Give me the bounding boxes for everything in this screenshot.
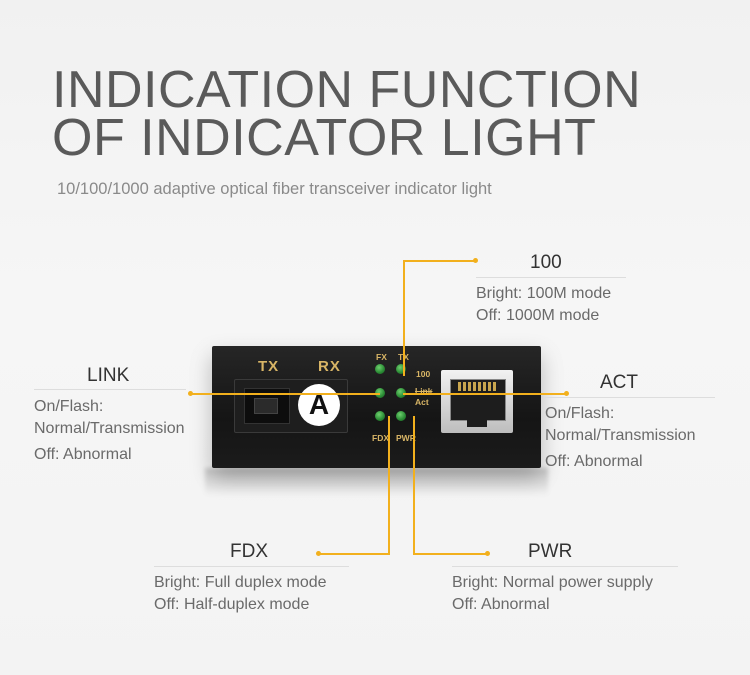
led-act: [396, 388, 406, 398]
label-100-line: Bright: 100M mode: [476, 285, 612, 302]
badge-a: A: [298, 384, 340, 426]
led-label-act: Act: [415, 397, 429, 407]
label-100-title: 100: [530, 252, 562, 273]
label-fdx-line: Bright: Full duplex mode: [154, 574, 327, 591]
led-link: [375, 388, 385, 398]
label-100-description: Bright: 100M mode Off: 1000M mode: [476, 283, 611, 327]
leader-dot-link: [188, 391, 193, 396]
rj45-pin: [488, 382, 491, 391]
leader-line-pwr-horizontal: [413, 553, 487, 555]
page-subtitle: 10/100/1000 adaptive optical fiber trans…: [57, 180, 492, 198]
label-act-line: Off: Abnormal: [545, 453, 643, 470]
label-act-line: Normal/Transmission: [545, 427, 696, 444]
label-pwr-divider: [452, 566, 678, 567]
label-link-line: On/Flash:: [34, 398, 104, 415]
rj45-tab: [467, 419, 487, 427]
label-fdx-divider: [154, 566, 349, 567]
title-line-1: INDICATION FUNCTION: [52, 61, 642, 119]
label-fdx-title: FDX: [230, 541, 268, 562]
led-100: [396, 364, 406, 374]
leader-dot-pwr: [485, 551, 490, 556]
label-link-line: Off: Abnormal: [34, 446, 132, 463]
label-fdx-description: Bright: Full duplex mode Off: Half-duple…: [154, 572, 327, 616]
label-100-line: Off: 1000M mode: [476, 307, 600, 324]
label-link-description: On/Flash: Normal/Transmission Off: Abnor…: [34, 396, 185, 466]
page-title: INDICATION FUNCTION OF INDICATOR LIGHT: [52, 61, 642, 167]
rj45-pin: [493, 382, 496, 391]
led-fdx: [375, 411, 385, 421]
led-label-fdx: FDX: [372, 433, 389, 443]
leader-line-100-vertical: [403, 260, 405, 376]
rj45-pin: [468, 382, 471, 391]
rj45-pin: [478, 382, 481, 391]
label-pwr-line: Off: Abnormal: [452, 596, 550, 613]
label-link-title: LINK: [87, 365, 130, 386]
led-pwr: [396, 411, 406, 421]
led-fx: [375, 364, 385, 374]
led-label-link: Link: [415, 386, 433, 396]
led-label-fx: FX: [376, 352, 387, 362]
leader-line-pwr-vertical: [413, 416, 415, 554]
port-tx-label: TX: [258, 358, 280, 375]
label-act-description: On/Flash: Normal/Transmission Off: Abnor…: [545, 403, 696, 473]
leader-dot-100: [473, 258, 478, 263]
label-link-divider: [34, 389, 186, 390]
port-rx-label: RX: [318, 358, 341, 375]
label-fdx-line: Off: Half-duplex mode: [154, 596, 310, 613]
label-pwr-description: Bright: Normal power supply Off: Abnorma…: [452, 572, 653, 616]
label-link-line: Normal/Transmission: [34, 420, 185, 437]
leader-dot-act: [564, 391, 569, 396]
leader-line-100-horizontal: [403, 260, 475, 262]
leader-dot-fdx: [316, 551, 321, 556]
label-pwr-line: Bright: Normal power supply: [452, 574, 653, 591]
rj45-pin: [473, 382, 476, 391]
device-shadow: [205, 468, 548, 496]
led-label-pwr: PWR: [396, 433, 416, 443]
fiber-port-slot: [254, 398, 278, 414]
leader-line-fdx-horizontal: [318, 553, 390, 555]
label-act-divider: [545, 397, 715, 398]
led-label-100: 100: [416, 369, 431, 379]
leader-line-link: [190, 393, 380, 395]
leader-line-act: [403, 393, 566, 395]
rj45-pin: [483, 382, 486, 391]
label-act-line: On/Flash:: [545, 405, 615, 422]
leader-line-fdx-vertical: [388, 416, 390, 554]
title-line-2: OF INDICATOR LIGHT: [52, 109, 597, 167]
rj45-pin: [463, 382, 466, 391]
label-pwr-title: PWR: [528, 541, 573, 562]
label-act-title: ACT: [600, 372, 638, 393]
label-100-divider: [476, 277, 626, 278]
rj45-pin: [458, 382, 461, 391]
